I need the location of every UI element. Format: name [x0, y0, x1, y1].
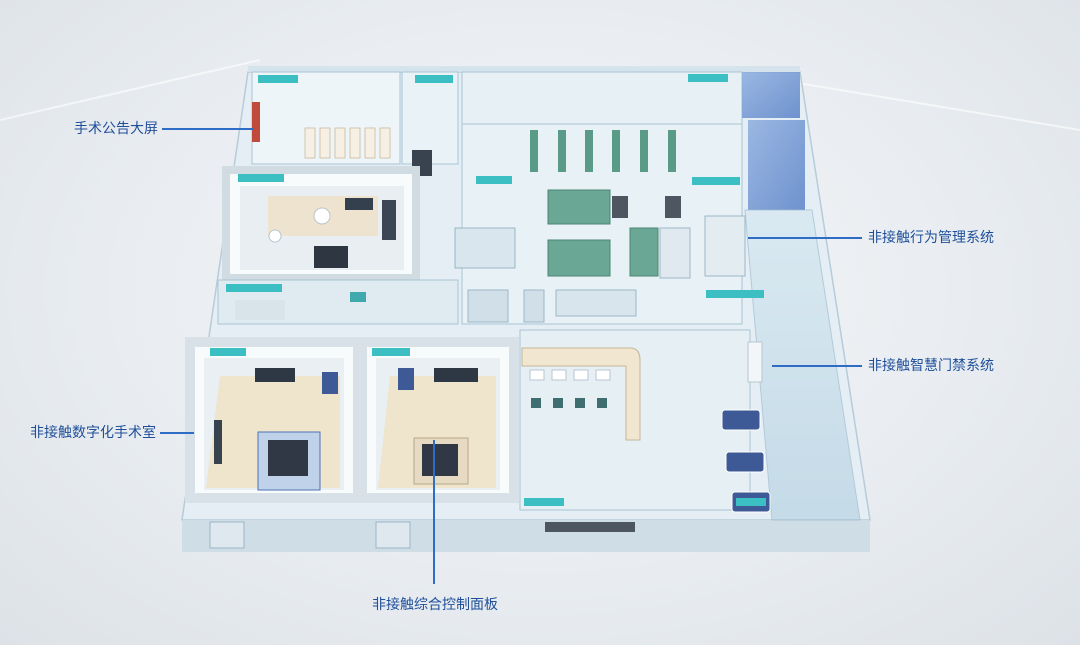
top-row-rooms — [251, 71, 743, 176]
leader-line-behavior — [748, 237, 862, 239]
upper-operating-room — [222, 166, 420, 282]
label-announcement-screen: 手术公告大屏 — [74, 121, 158, 137]
lower-operating-room-1 — [185, 337, 363, 503]
lower-operating-room-2 — [357, 337, 519, 503]
leader-line-access — [772, 365, 862, 367]
label-digital-or: 非接触数字化手术室 — [30, 425, 156, 441]
announcement-screen-display — [252, 102, 260, 142]
leader-line-digital-or — [160, 432, 194, 434]
leader-line-announcement — [162, 128, 254, 130]
recovery-area — [519, 329, 771, 513]
room-tags — [210, 74, 766, 506]
equipment-towers — [742, 72, 805, 210]
label-smart-access: 非接触智慧门禁系统 — [868, 358, 994, 374]
label-behavior-management: 非接触行为管理系统 — [868, 230, 994, 246]
leader-line-control-panel — [433, 440, 435, 584]
front-wall — [209, 521, 635, 549]
storage-area — [454, 123, 746, 325]
label-control-panel: 非接触综合控制面板 — [372, 597, 498, 613]
